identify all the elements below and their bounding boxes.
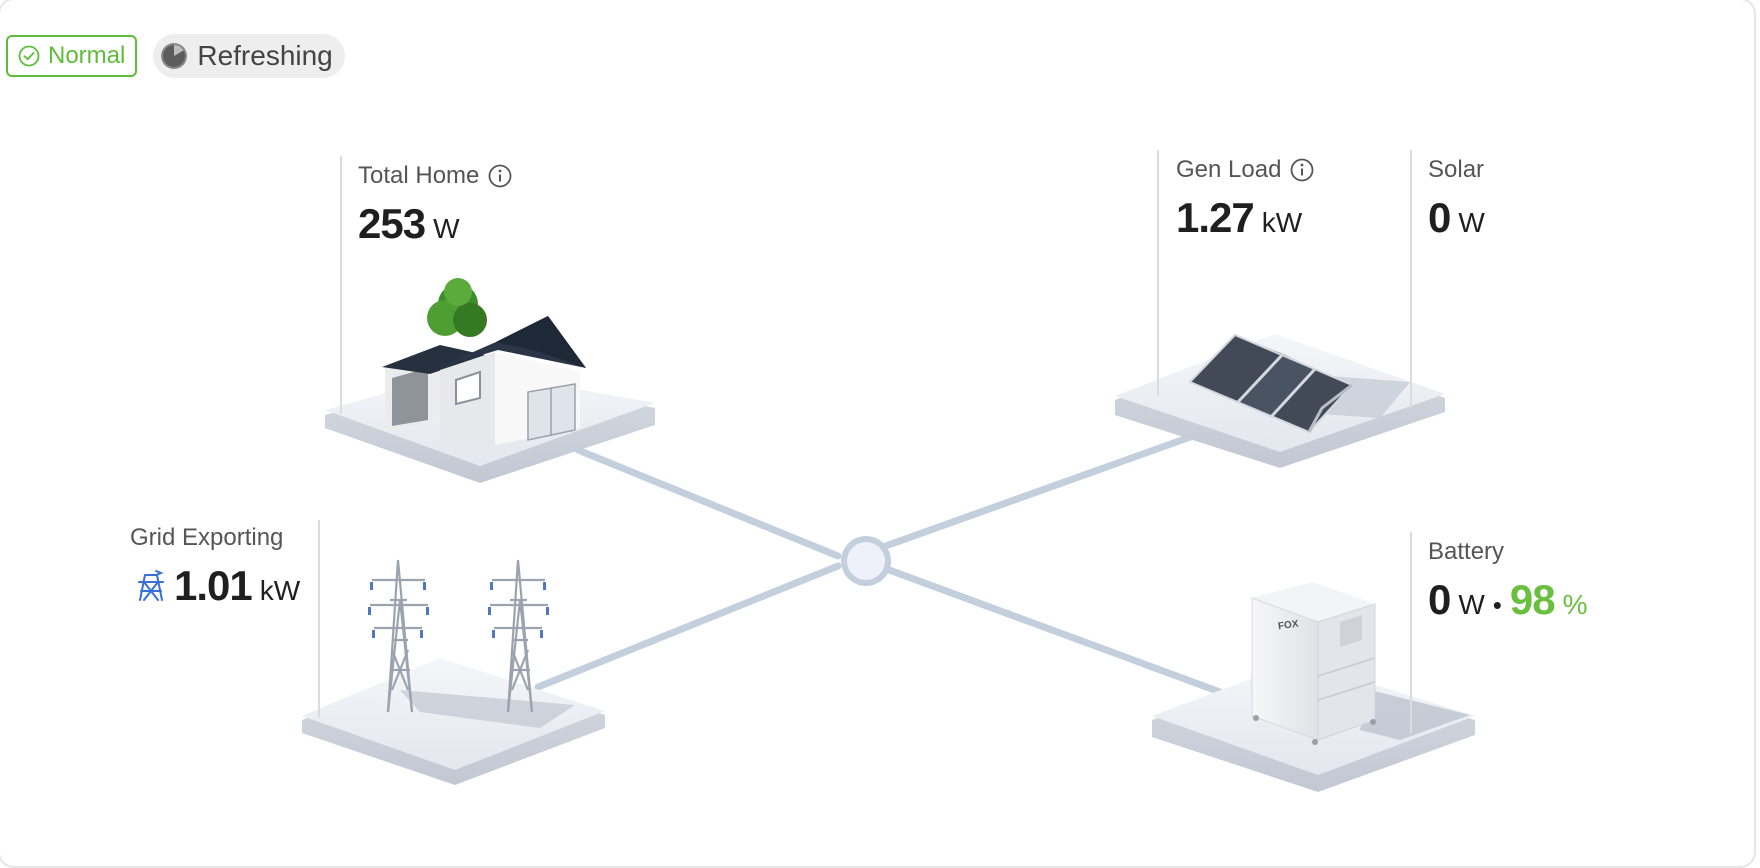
total-home-number: 253 <box>358 200 426 247</box>
total-home-label-text: Total Home <box>358 162 480 189</box>
gen-load-label-text: Gen Load <box>1176 156 1282 183</box>
gen-load-value: 1.27 kW <box>1176 194 1302 242</box>
gen-load-unit: kW <box>1261 207 1303 238</box>
gen-load-label: Gen Load <box>1176 156 1315 184</box>
home-leader-line <box>340 156 342 414</box>
solar-panels-illustration <box>1188 333 1354 434</box>
total-home-unit: W <box>433 213 460 244</box>
battery-power-unit: W <box>1458 589 1485 620</box>
battery-illustration <box>1251 582 1376 745</box>
solar-label: Solar <box>1428 156 1484 184</box>
grid-exporting-value: 1.01 kW <box>136 562 300 610</box>
grid-exporting-number: 1.01 <box>174 562 253 609</box>
gen-load-number: 1.27 <box>1176 194 1255 241</box>
solar-unit: W <box>1458 207 1485 238</box>
transmission-tower-icon <box>138 570 164 601</box>
battery-leader-line <box>1410 532 1412 734</box>
flow-lines <box>534 431 1224 696</box>
solar-leader-line <box>1410 150 1412 408</box>
status-badge-refreshing: Refreshing <box>153 34 345 78</box>
info-icon[interactable] <box>487 163 513 189</box>
battery-power-number: 0 <box>1428 576 1451 623</box>
battery-soc-unit: % <box>1562 589 1588 620</box>
status-badge-normal: Normal <box>6 35 138 77</box>
grid-leader-line <box>318 520 320 718</box>
solar-label-text: Solar <box>1428 156 1485 183</box>
battery-label-text: Battery <box>1428 538 1505 565</box>
total-home-label: Total Home <box>358 162 513 190</box>
total-home-value: 253 W <box>358 200 460 248</box>
info-icon[interactable] <box>1289 157 1315 183</box>
status-row: Normal Refreshing <box>6 34 345 78</box>
grid-platform <box>302 658 605 785</box>
flow-hub <box>841 536 891 586</box>
grid-exporting-label-text: Grid Exporting <box>130 524 284 551</box>
solar-number: 0 <box>1428 194 1451 241</box>
battery-label: Battery <box>1428 538 1504 566</box>
battery-value: 0 W • 98 % <box>1428 576 1588 624</box>
battery-soc-number: 98 <box>1509 576 1556 623</box>
status-normal-label: Normal <box>48 42 126 69</box>
solar-value: 0 W <box>1428 194 1485 242</box>
transmission-towers <box>368 559 549 713</box>
grid-exporting-label: Grid Exporting <box>130 524 283 552</box>
gen-load-leader-line <box>1157 150 1159 396</box>
clock-progress-icon <box>161 43 188 69</box>
battery-separator: • <box>1492 590 1502 620</box>
status-refreshing-label: Refreshing <box>197 40 333 71</box>
house-illustration <box>382 278 586 445</box>
grid-exporting-unit: kW <box>259 575 301 606</box>
check-circle-icon <box>18 45 40 67</box>
